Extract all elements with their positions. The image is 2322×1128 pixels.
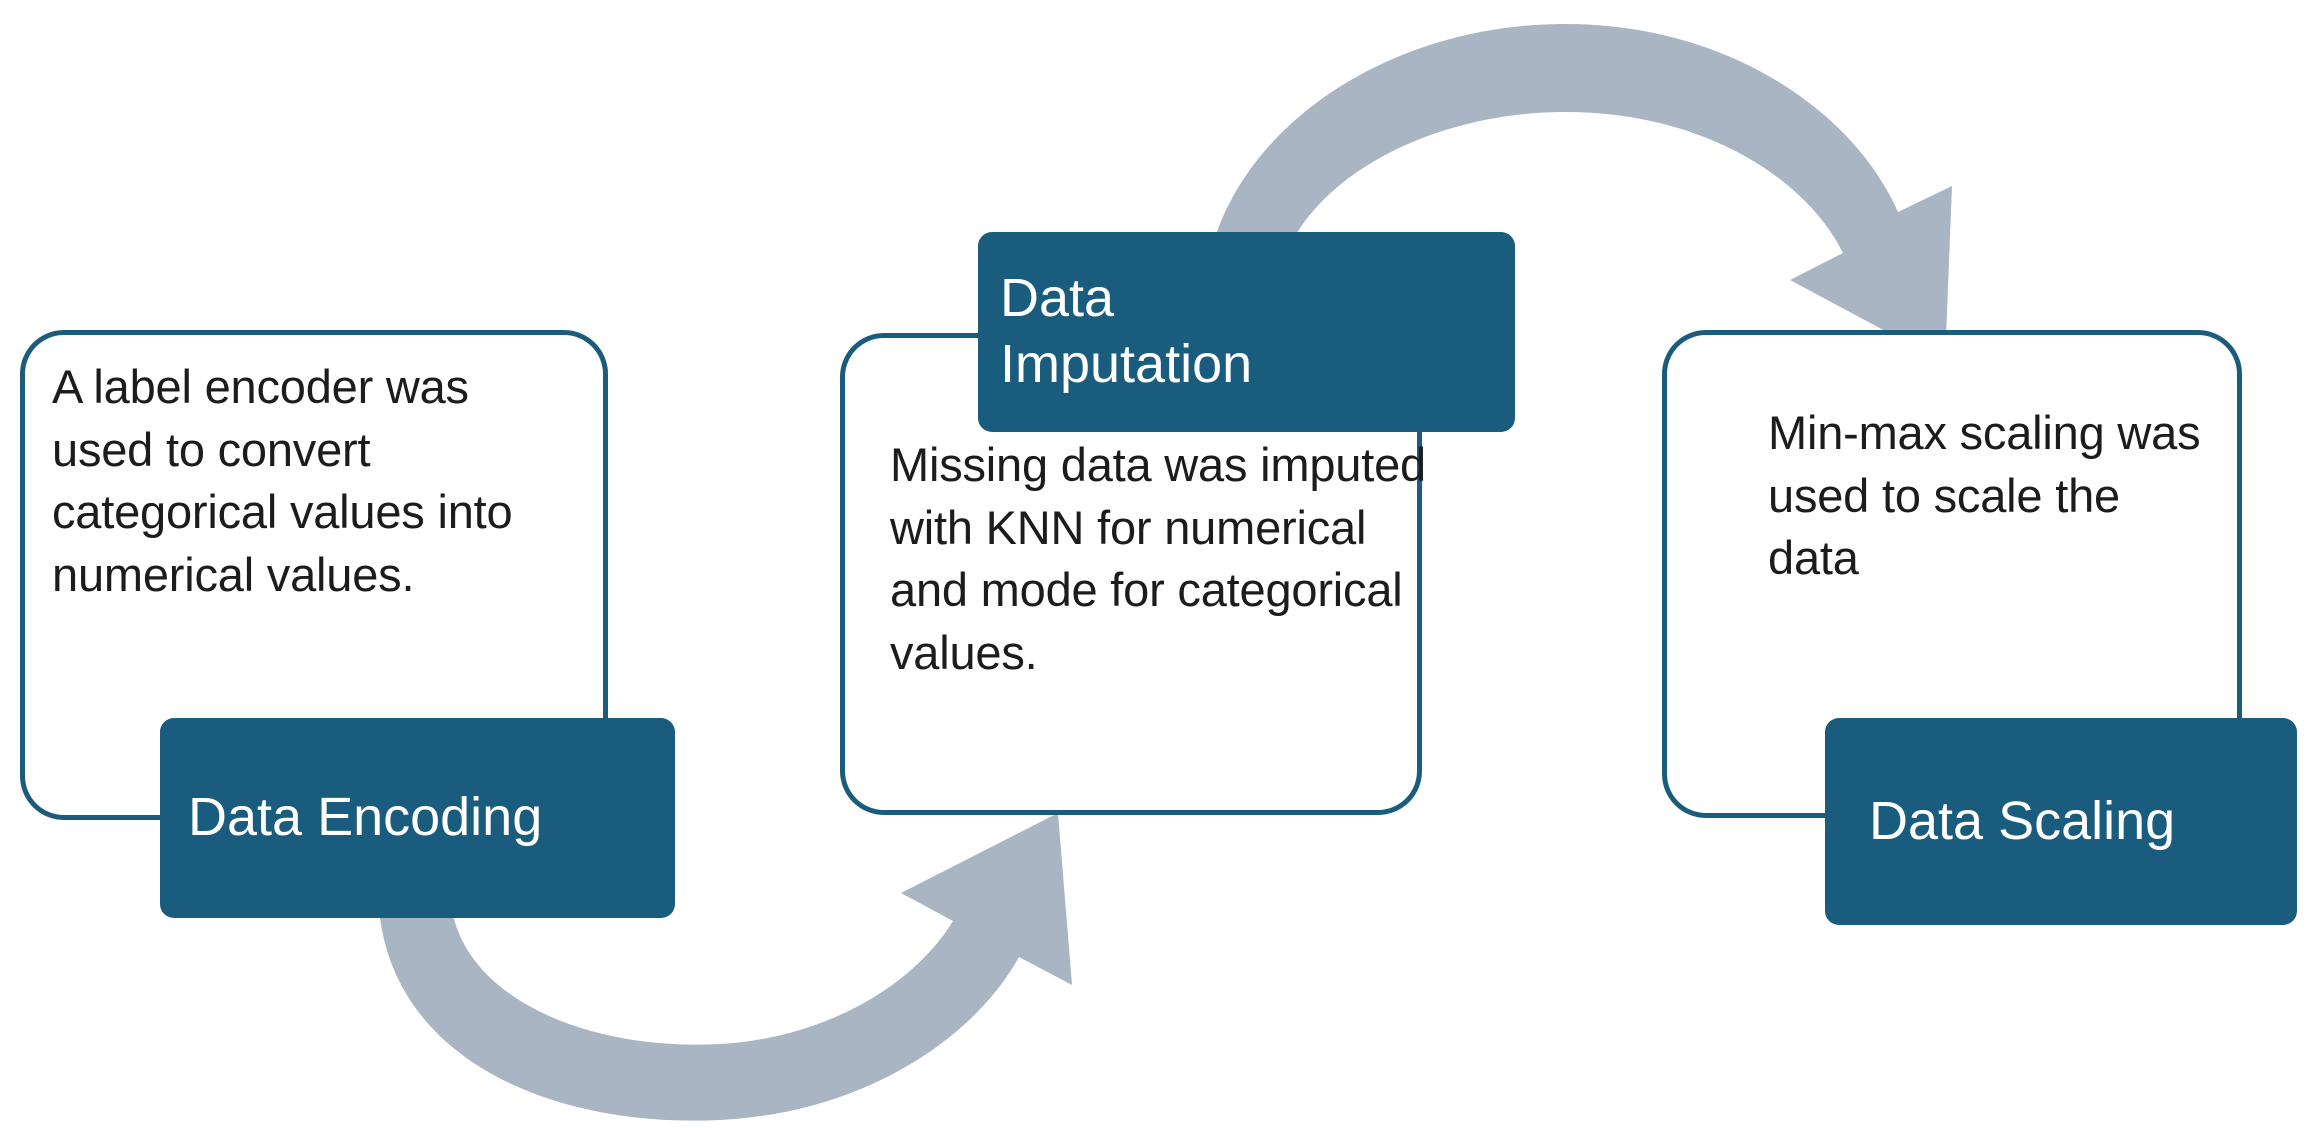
- step-label-box-data-encoding[interactable]: Data Encoding: [160, 718, 675, 918]
- description-text-data-encoding: A label encoder was used to convert cate…: [52, 360, 513, 601]
- step-label-box-data-scaling[interactable]: Data Scaling: [1825, 718, 2297, 925]
- step-label-data-imputation: Data Imputation: [1000, 268, 1253, 394]
- description-text-data-scaling: Min-max scaling was used to scale the da…: [1768, 406, 2201, 584]
- step-label-data-scaling: Data Scaling: [1869, 790, 2176, 851]
- step-label-data-encoding: Data Encoding: [188, 787, 543, 848]
- step-label-box-data-imputation[interactable]: Data Imputation: [978, 232, 1515, 432]
- description-text-data-imputation: Missing data was imputed with KNN for nu…: [890, 438, 1426, 679]
